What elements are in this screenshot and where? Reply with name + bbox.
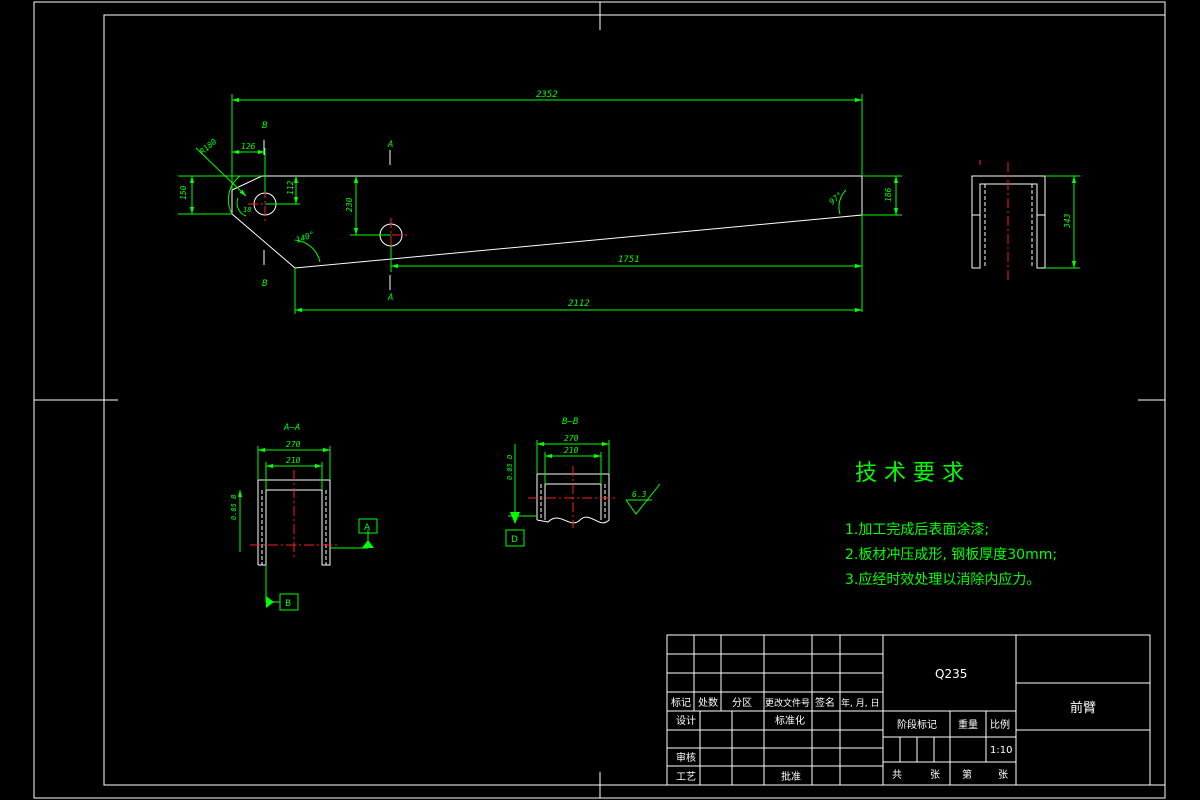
material: Q235 [935,667,967,681]
tech-requirement-3: 3.应经时效处理以消除内应力。 [845,571,1040,588]
label-scale: 比例 [990,718,1010,731]
section-bb-title: B—B [562,417,579,427]
sheets-unit-1: 张 [930,769,940,781]
main-view-outline [231,175,863,269]
sheet-number: 第 [962,768,972,781]
aa-tolerance: 0.05 B [230,495,238,520]
label-design: 设计 [676,714,696,727]
side-view: 343 [971,162,1080,280]
main-view-section-markers: B B A A [262,121,393,303]
aa-datum-b: B [285,599,291,609]
section-b-bottom: B [262,279,268,289]
dim-112: 112 [286,180,295,195]
bb-tolerance: 0.05 D [506,455,514,480]
dim-r180: R180 [198,137,219,156]
dim-2112: 2112 [568,299,590,309]
label-weight: 重量 [958,718,978,731]
dim-150: 150 [179,185,188,200]
section-aa: A—A 270 210 0.05 B A B [230,423,378,611]
header-count: 处数 [698,696,718,709]
tech-requirements-title: 技 术 要 求 [855,461,964,486]
dim-1751: 1751 [618,255,640,265]
title-block: Q235 前臂 标记 处数 分区 更改文件号 签名 年, 月, 日 设计 标准化… [666,634,1151,786]
sheets-unit-2: 张 [998,769,1008,781]
dim-18: 18 [243,206,251,214]
header-mark: 标记 [671,697,691,709]
label-approve: 批准 [781,770,801,783]
part-name: 前臂 [1070,700,1096,716]
dim-343: 343 [1063,213,1072,229]
bb-roughness: 6.3 [632,490,647,499]
aa-datum-a: A [364,523,371,533]
sheet-border [33,1,1166,799]
header-date: 年, 月, 日 [841,697,879,709]
angle-97: 97° [828,190,845,206]
aa-dim-270: 270 [286,440,301,449]
label-process: 工艺 [676,771,696,783]
dim-126: 126 [241,142,256,151]
bb-dim-270: 270 [564,434,579,443]
dim-186: 186 [884,187,893,202]
header-signature: 签名 [815,696,835,709]
dim-2352: 2352 [536,90,558,100]
section-a-top: A [387,140,393,150]
label-review: 审核 [676,751,696,764]
section-bb: B—B 270 210 0.05 D D 6.3 [505,417,661,547]
tech-requirement-2: 2.板材冲压成形, 钢板厚度30mm; [845,547,1057,563]
section-b-top: B [262,121,268,131]
header-change-doc: 更改文件号 [765,697,810,709]
label-standardization: 标准化 [775,714,805,727]
aa-dim-210: 210 [286,456,301,465]
main-view-dimensions: 2352 126 R180 150 112 18 230 140° 97° [178,90,902,314]
bb-datum-d: D [511,535,518,545]
header-zone: 分区 [732,697,752,709]
dim-230: 230 [345,197,354,212]
section-aa-title: A—A [283,423,300,433]
tech-requirements: 技 术 要 求 1.加工完成后表面涂漆; 2.板材冲压成形, 钢板厚度30mm;… [845,461,1057,588]
label-stage-mark: 阶段标记 [897,718,937,731]
section-a-bottom: A [387,293,393,303]
scale-value: 1:10 [990,745,1012,756]
bb-dim-210: 210 [564,446,579,455]
tech-requirement-1: 1.加工完成后表面涂漆; [845,522,989,538]
sheets-total: 共 [892,769,902,781]
